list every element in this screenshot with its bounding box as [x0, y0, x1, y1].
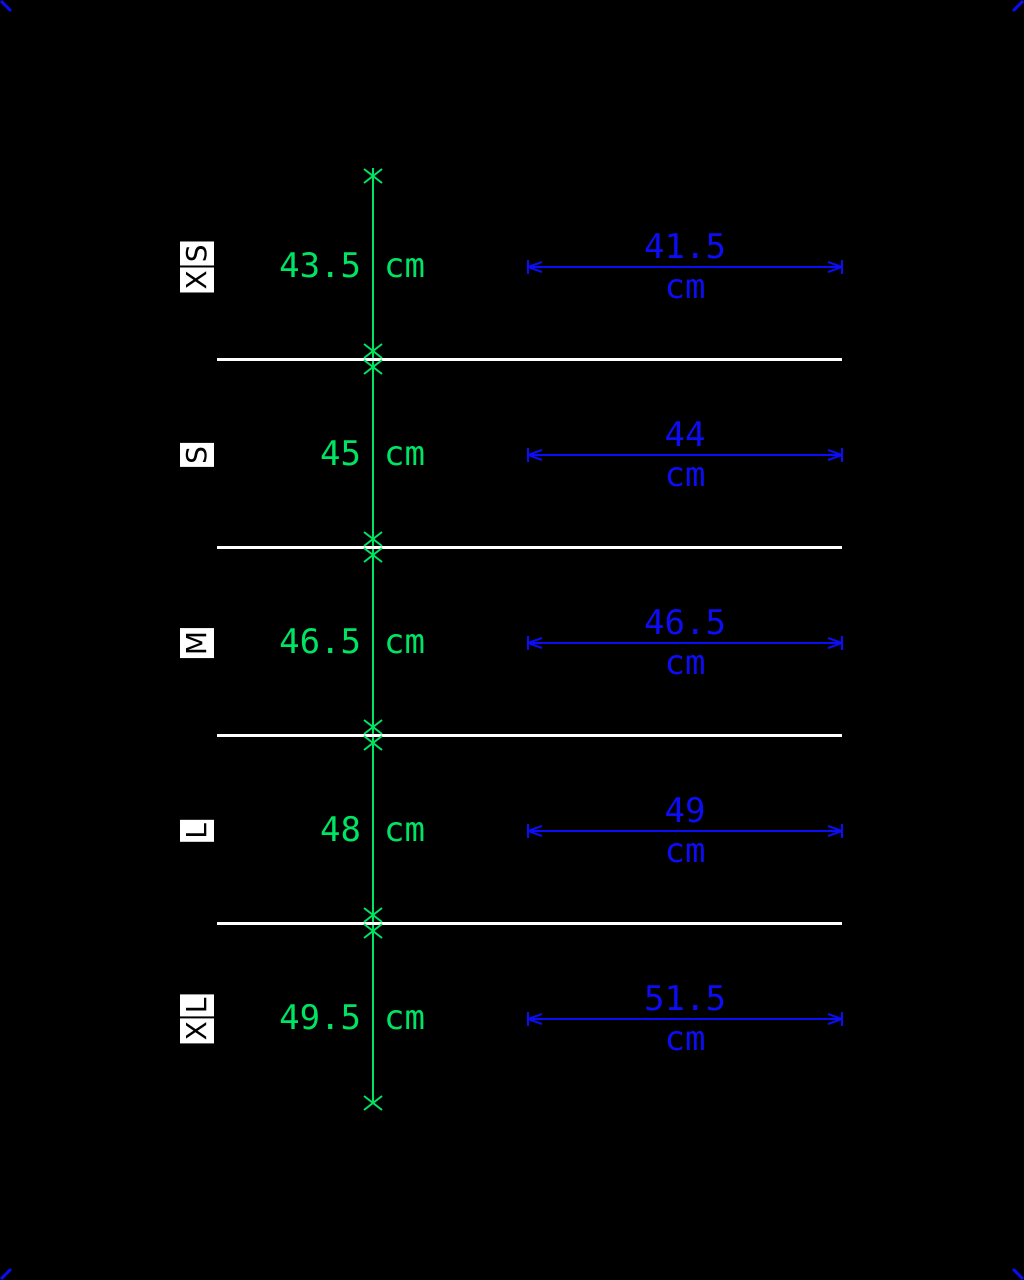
- width-dimension-line: [527, 448, 843, 462]
- dimension-tick-x-icon: [363, 1095, 383, 1111]
- length-dimension-value: 43.5: [279, 246, 361, 286]
- width-dimension-line: [527, 636, 843, 650]
- length-dimension-unit: cm: [384, 434, 425, 474]
- dimension-tick-x-icon: [363, 343, 383, 359]
- width-dimension-value: 41.5: [644, 227, 726, 267]
- width-dimension-value: 44: [664, 415, 706, 455]
- width-dimension-unit: cm: [664, 267, 706, 307]
- dimension-tick-x-icon: [363, 719, 383, 735]
- crop-mark-top-left-icon: [0, 0, 13, 13]
- length-dimension-unit: cm: [384, 810, 425, 850]
- dimension-tick-x-icon: [363, 359, 383, 375]
- size-separator-line: [217, 734, 842, 737]
- dimension-tick-x-icon: [363, 168, 383, 184]
- width-dimension-unit: cm: [664, 455, 706, 495]
- size-separator-line: [217, 546, 842, 549]
- length-dimension-chain-line: [372, 168, 374, 1104]
- size-separator-line: [217, 358, 842, 361]
- width-dimension-value: 51.5: [644, 979, 726, 1019]
- length-dimension-value: 45: [320, 434, 361, 474]
- width-dimension-value: 46.5: [644, 603, 726, 643]
- width-dimension-line: [527, 260, 843, 274]
- length-dimension-value: 46.5: [279, 622, 361, 662]
- dimension-tick-x-icon: [363, 735, 383, 751]
- length-dimension-value: 48: [320, 810, 361, 850]
- width-dimension-line: [527, 1012, 843, 1026]
- size-separator-line: [217, 922, 842, 925]
- width-dimension-unit: cm: [664, 831, 706, 871]
- length-dimension-value: 49.5: [279, 998, 361, 1038]
- width-dimension-unit: cm: [664, 643, 706, 683]
- width-dimension-value: 49: [664, 791, 706, 831]
- length-dimension-unit: cm: [384, 622, 425, 662]
- dimension-tick-x-icon: [363, 547, 383, 563]
- crop-mark-top-right-icon: [1011, 0, 1024, 13]
- dimension-tick-x-icon: [363, 907, 383, 923]
- length-dimension-unit: cm: [384, 246, 425, 286]
- dimension-tick-x-icon: [363, 923, 383, 939]
- crop-mark-bottom-right-icon: [1011, 1267, 1024, 1280]
- width-dimension-line: [527, 824, 843, 838]
- width-dimension-unit: cm: [664, 1019, 706, 1059]
- dimension-tick-x-icon: [363, 531, 383, 547]
- crop-mark-bottom-left-icon: [0, 1267, 13, 1280]
- length-dimension-unit: cm: [384, 998, 425, 1038]
